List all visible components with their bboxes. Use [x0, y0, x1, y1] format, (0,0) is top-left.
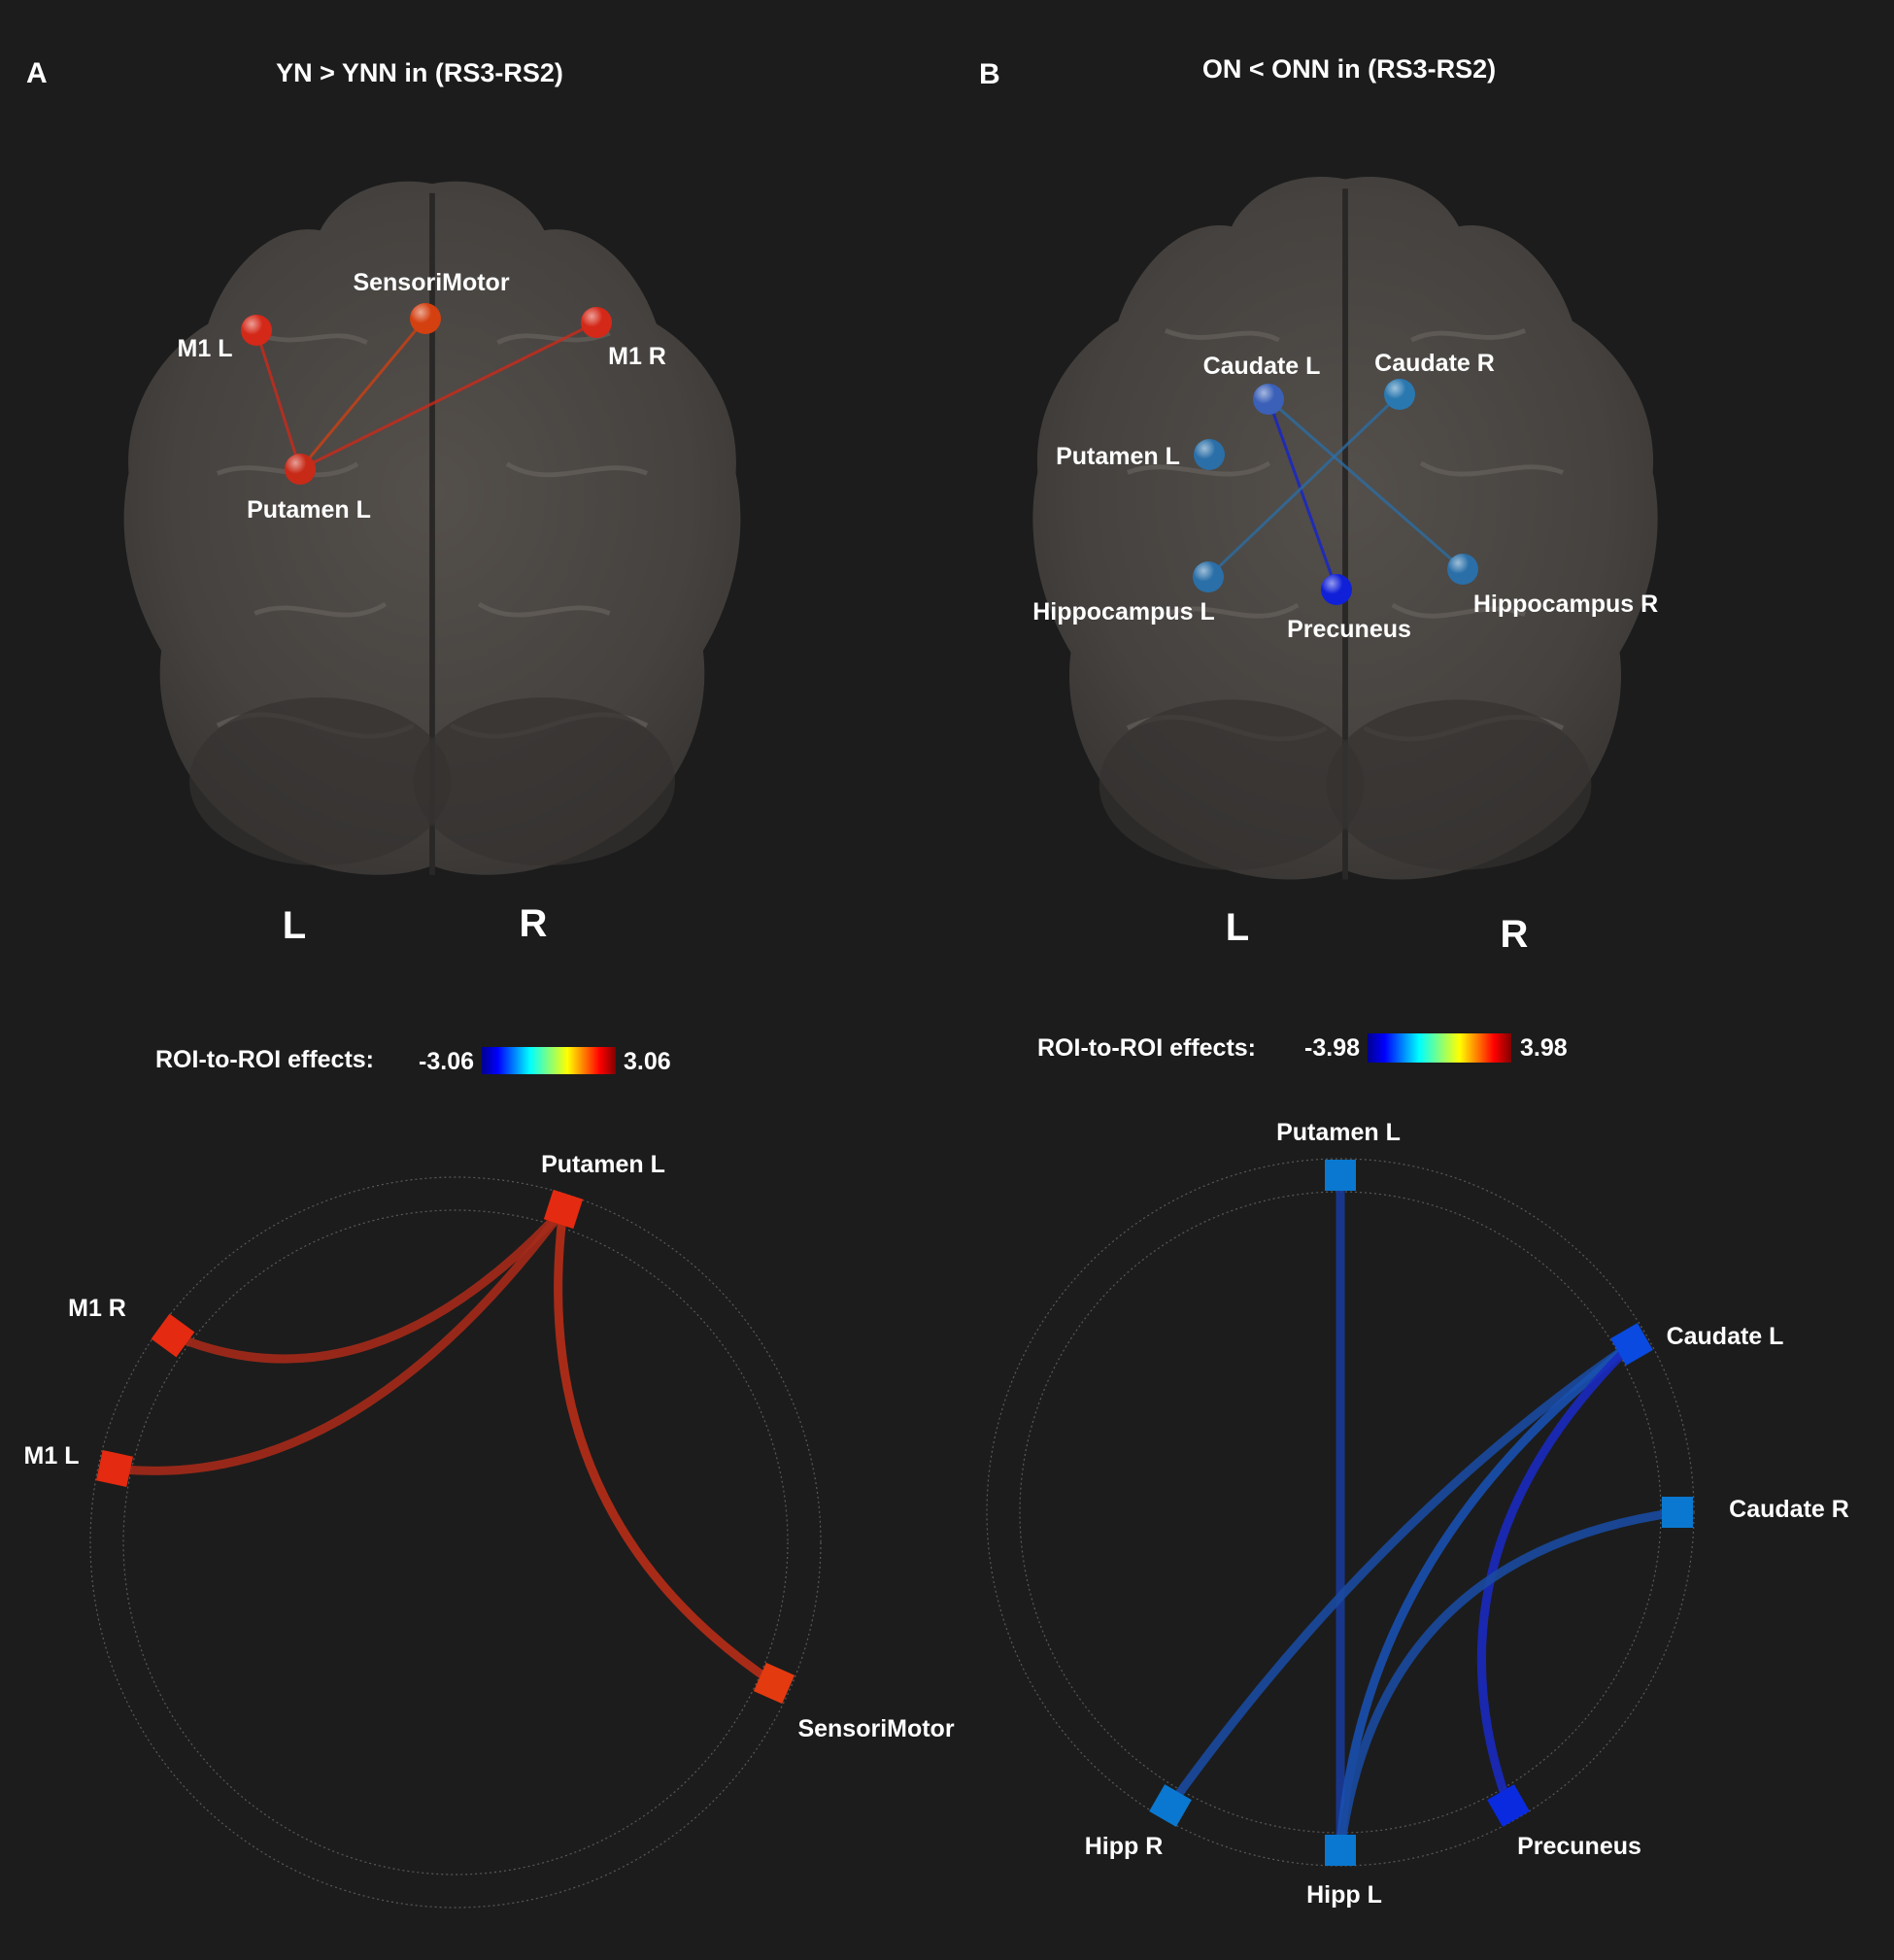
panel-a-brain-node-m1-l [241, 315, 272, 346]
panel-a-colorbar-max: 3.06 [624, 1048, 671, 1075]
panel-b-brain-edges [1206, 392, 1464, 591]
panel-b-brain-label-putamen-l: Putamen L [1056, 443, 1180, 470]
panel-b-brain-label-caudate-r: Caudate R [1374, 350, 1495, 377]
panel-a-letter: A [26, 57, 48, 89]
panel-a-ring-label-sensorimotor: SensoriMotor [797, 1715, 954, 1742]
panel-a-ring-edge-putamen-l-to-m1-r [168, 1204, 568, 1364]
panel-a-brain-edge-putamen-l-to-m1-l [254, 329, 302, 470]
panel-a-ring-label-m1-l: M1 L [24, 1442, 80, 1470]
panel-a-brain-node-putamen-l [285, 454, 316, 485]
panel-a-brain-label-putamen-l: Putamen L [247, 496, 371, 524]
panel-a-brain-nodes [241, 303, 612, 485]
panel-b-brain-label-caudate-l: Caudate L [1203, 353, 1321, 380]
panel-b-colorbar [1368, 1033, 1511, 1063]
panel-b-ring-node-caudate-l [1610, 1323, 1653, 1366]
panel-b-ring-label-caudate-l: Caudate L [1667, 1323, 1784, 1350]
panel-b-brain-label-hippocampus-r: Hippocampus R [1473, 591, 1658, 618]
panel-b-ring-node-caudate-r [1662, 1497, 1693, 1528]
panel-a-brain-edge-putamen-l-to-m1-r [299, 321, 597, 471]
panel-a-brain-node-m1-r [581, 307, 612, 338]
panel-a-ring-edges [110, 1204, 779, 1688]
panel-a-brain-node-sensorimotor [410, 303, 441, 334]
panel-b-left-hemisphere-label: L [1226, 906, 1249, 949]
panel-b-brain-node-caudate-l [1253, 384, 1284, 415]
panel-a-ring-edge-putamen-l-to-sensorimotor [554, 1204, 779, 1688]
panel-b-colorbar-min: -3.98 [1304, 1034, 1360, 1062]
panel-a-brain-label-m1-r: M1 R [608, 343, 666, 370]
panel-b-ring-label-hipp-r: Hipp R [1085, 1833, 1164, 1860]
panel-a-ring-node-sensorimotor [753, 1662, 795, 1705]
panel-b-brain-image [1032, 177, 1657, 880]
panel-b-brain-label-precuneus: Precuneus [1287, 616, 1411, 643]
panel-a-colorbar-label: ROI-to-ROI effects: [155, 1046, 374, 1073]
panel-b-ring-edges [1166, 1170, 1682, 1855]
panel-b-ring-label-hipp-l: Hipp L [1306, 1881, 1382, 1909]
panel-a-ring-nodes [95, 1189, 795, 1705]
panel-a-ring-node-m1-l [95, 1449, 134, 1488]
panel-a-ring-edge-putamen-l-to-m1-l [110, 1204, 568, 1475]
panel-b-ring-edge-caudate-l-to-precuneus [1476, 1339, 1637, 1810]
panel-a-brain-label-m1-l: M1 L [178, 335, 233, 362]
panel-b-ring-node-putamen-l [1325, 1160, 1356, 1191]
panel-b-ring-edge-caudate-l-to-hipp-r [1166, 1339, 1637, 1810]
panel-b-ring-nodes [1149, 1160, 1693, 1866]
panel-a-brain-edge-putamen-l-to-sensorimotor [298, 318, 427, 470]
panel-b-brain-node-hippocampus-r [1447, 554, 1478, 585]
panel-b-brain-node-putamen-l [1194, 439, 1225, 470]
panel-b-colorbar-label: ROI-to-ROI effects: [1037, 1034, 1256, 1062]
panel-b-ring-edge-caudate-l-to-hipp-l [1336, 1339, 1637, 1855]
panel-b-brain-edge-caudate-l-to-precuneus [1267, 398, 1338, 591]
panel-b-brain-nodes [1193, 379, 1478, 605]
panel-b-brain-edge-caudate-l-to-hippocampus-r [1268, 397, 1464, 571]
panel-b-title: ON < ONN in (RS3-RS2) [1202, 54, 1496, 84]
panel-a-colorbar [482, 1047, 616, 1074]
panel-a-ring-label-putamen-l: Putamen L [541, 1151, 665, 1178]
panel-b-brain-node-hippocampus-l [1193, 561, 1224, 592]
panel-b-brain-edge-caudate-r-to-hippocampus-l [1206, 392, 1402, 579]
panel-b-brain-label-hippocampus-l: Hippocampus L [1032, 598, 1215, 625]
panel-a-ring-inner [122, 1209, 789, 1876]
panel-a-ring-outer [89, 1176, 822, 1909]
panel-a-title: YN > YNN in (RS3-RS2) [276, 58, 563, 87]
panel-a-right-hemisphere-label: R [520, 902, 548, 945]
panel-a-left-hemisphere-label: L [283, 904, 306, 947]
panel-b-ring-label-caudate-r: Caudate R [1729, 1496, 1849, 1523]
panel-b-ring-edge-caudate-r-to-hipp-l [1336, 1507, 1682, 1855]
panel-b-colorbar-max: 3.98 [1520, 1034, 1568, 1062]
panel-a-ring-label-m1-r: M1 R [68, 1295, 126, 1322]
panel-b-ring-node-hipp-l [1325, 1835, 1356, 1866]
panel-b-ring-label-putamen-l: Putamen L [1276, 1119, 1401, 1146]
panel-b-ring-node-hipp-r [1149, 1784, 1192, 1827]
panel-a-ring-node-m1-r [151, 1313, 195, 1358]
panel-b-ring-label-precuneus: Precuneus [1517, 1833, 1641, 1860]
panel-a-colorbar-min: -3.06 [419, 1048, 474, 1075]
panel-b-brain-node-precuneus [1321, 574, 1352, 605]
panel-a-brain-edges [254, 318, 597, 471]
panel-b-brain-node-caudate-r [1384, 379, 1415, 410]
panel-b-right-hemisphere-label: R [1501, 913, 1529, 956]
panel-a-ring-node-putamen-l [543, 1189, 584, 1230]
panel-a-brain-label-sensorimotor: SensoriMotor [353, 269, 509, 296]
panel-b-letter: B [979, 58, 1000, 90]
panel-b-ring-node-precuneus [1487, 1784, 1530, 1827]
